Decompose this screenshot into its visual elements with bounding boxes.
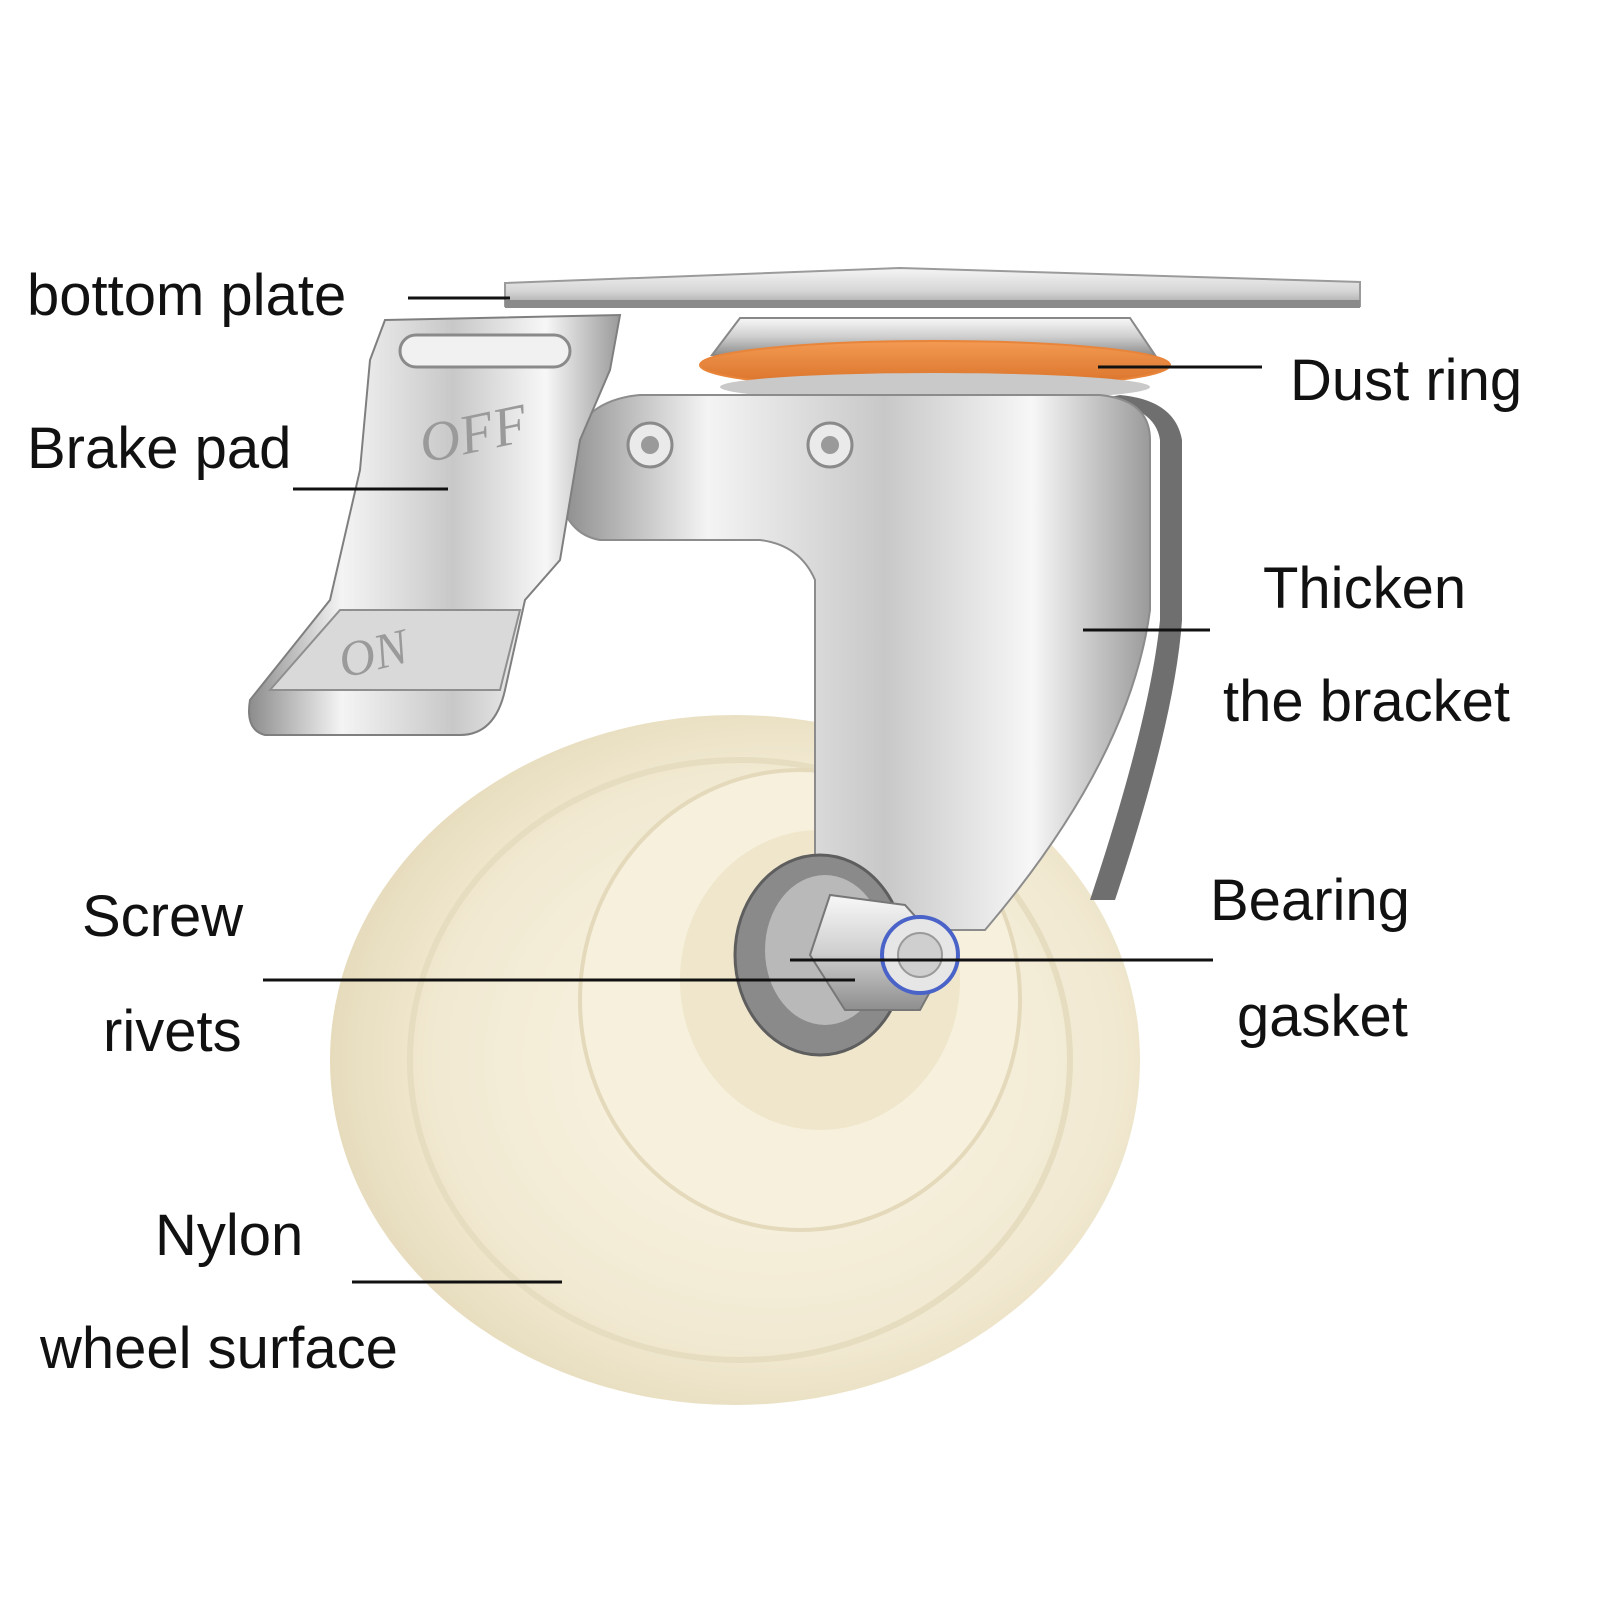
- dust-ring-illustration: [699, 340, 1171, 401]
- label-bearing-line1: Bearing: [1210, 868, 1410, 933]
- label-nylon-line2: wheel surface: [40, 1316, 398, 1381]
- bracket-illustration: [558, 394, 1182, 931]
- label-bearing-line2: gasket: [1237, 984, 1408, 1049]
- label-thicken-line2: the bracket: [1223, 669, 1510, 734]
- label-screw-line2: rivets: [103, 999, 242, 1064]
- label-brake-pad: Brake pad: [27, 416, 292, 481]
- bottom-plate-illustration: [504, 266, 1361, 308]
- label-screw-line1: Screw: [82, 884, 244, 949]
- axle-nut-illustration: [733, 853, 960, 1057]
- label-thicken-line1: Thicken: [1263, 556, 1467, 621]
- leader-lines: [263, 296, 1262, 1284]
- label-nylon-line1: Nylon: [155, 1203, 304, 1268]
- brake-pad-illustration: OFF ON: [248, 313, 622, 736]
- label-bottom-plate: bottom plate: [27, 263, 347, 328]
- label-dust-ring: Dust ring: [1290, 348, 1523, 413]
